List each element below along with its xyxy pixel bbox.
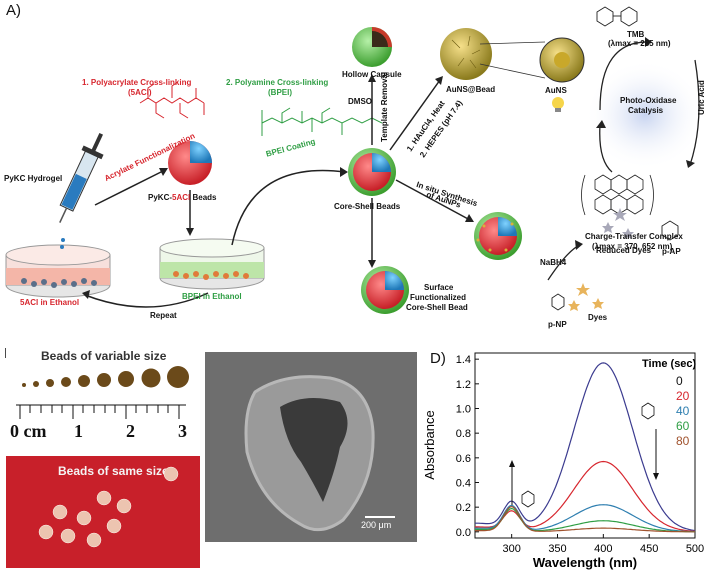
surface-label-2: Functionalized bbox=[410, 293, 466, 302]
auns-bead bbox=[440, 28, 492, 80]
reduced-dyes-stars bbox=[602, 208, 634, 239]
x-tick-label: 450 bbox=[640, 543, 658, 555]
scale-bar bbox=[365, 516, 395, 518]
ruler-3: 3 bbox=[178, 421, 187, 441]
core-shell-label: Core-Shell Beads bbox=[334, 202, 401, 211]
ruler-1: 1 bbox=[74, 421, 83, 441]
x-tick-label: 300 bbox=[502, 543, 520, 555]
pap-inset-structure bbox=[521, 490, 535, 508]
series-line-80 bbox=[475, 505, 695, 533]
panel-d-label: D) bbox=[430, 350, 446, 367]
legend-entry-40: 40 bbox=[676, 404, 690, 418]
photo-same-size: Beads of same size bbox=[6, 456, 200, 568]
pap-structure bbox=[661, 220, 679, 241]
hydrogel-label: PyKC Hydrogel bbox=[4, 174, 63, 183]
pykc-beads-label: PyKC-5ACl Beads bbox=[148, 193, 217, 202]
tmb-label: TMB bbox=[627, 30, 645, 39]
series-line-60 bbox=[475, 507, 695, 533]
dmso-label: DMSO bbox=[348, 97, 372, 106]
crosslink2-abbr: (BPEI) bbox=[268, 88, 292, 97]
catalysis-label: Catalysis bbox=[628, 106, 664, 115]
ctc-lambda: (λmax = 370, 652 nm) bbox=[592, 242, 673, 251]
ctc-structure bbox=[581, 174, 654, 216]
bulb-icon bbox=[552, 97, 564, 109]
petri-dish-bpei bbox=[159, 238, 265, 290]
series-line-0 bbox=[475, 362, 696, 532]
series-line-20 bbox=[475, 460, 696, 532]
x-axis-label: Wavelength (nm) bbox=[533, 555, 637, 570]
ethanol-bpei-label: BPEI in Ethanol bbox=[182, 292, 242, 301]
same-size-title: Beads of same size bbox=[58, 464, 169, 478]
legend-entry-80: 80 bbox=[676, 434, 690, 448]
crosslink1-abbr: (5ACl) bbox=[128, 88, 152, 97]
legend-entry-20: 20 bbox=[676, 389, 690, 403]
y-tick-label: 0.0 bbox=[456, 527, 471, 539]
photo-oxidase-label: Photo-Oxidase bbox=[620, 96, 677, 105]
uric-acid-label: Uric Acid bbox=[697, 80, 706, 115]
variable-size-title: Beads of variable size bbox=[41, 349, 167, 363]
tmb-structure bbox=[596, 6, 638, 27]
repeat-label: Repeat bbox=[150, 311, 177, 320]
hollow-capsule-label: Hollow Capsule bbox=[342, 70, 402, 79]
surface-label-3: Core-Shell Bead bbox=[406, 303, 468, 312]
x-tick-label: 350 bbox=[548, 543, 566, 555]
ctc-label: Charge-Transfer Complex bbox=[585, 232, 683, 241]
series-line-40 bbox=[475, 504, 695, 533]
pnp-inset-structure bbox=[641, 402, 655, 420]
legend-title: Time (sec) bbox=[642, 358, 697, 370]
y-tick-label: 0.8 bbox=[456, 428, 471, 440]
surface-label-1: Surface bbox=[424, 283, 454, 292]
dyes-stars bbox=[568, 283, 604, 311]
y-tick-label: 0.6 bbox=[456, 453, 471, 465]
template-removal-label: Template Removal bbox=[380, 71, 389, 142]
ruler-2: 2 bbox=[126, 421, 135, 441]
bpei-structure bbox=[261, 107, 383, 136]
5acl-structure bbox=[139, 81, 205, 119]
pnp-label: p-NP bbox=[548, 320, 567, 329]
y-axis-label: Absorbance bbox=[422, 410, 437, 479]
ruler-0: 0 cm bbox=[10, 421, 47, 441]
y-tick-label: 1.0 bbox=[456, 404, 471, 416]
legend-entry-0: 0 bbox=[676, 374, 683, 388]
crosslink2-title: 2. Polyamine Cross-linking bbox=[226, 78, 329, 87]
syringe bbox=[59, 132, 104, 223]
crosslink1-title: 1. Polyacrylate Cross-linking bbox=[82, 78, 192, 87]
auns-label: AuNS bbox=[545, 86, 567, 95]
photo-variable-size: Beads of variable size 0 cm 1 2 3 bbox=[6, 345, 200, 455]
tmb-lambda: (λmax = 285 nm) bbox=[608, 39, 671, 48]
pap-label: p-AP bbox=[662, 247, 681, 256]
x-tick-label: 400 bbox=[594, 543, 612, 555]
y-tick-label: 0.4 bbox=[456, 478, 471, 490]
reduced-dyes-label: Reduced Dyes bbox=[596, 246, 652, 255]
pnp-structure bbox=[551, 293, 565, 311]
sem-image: 200 μm bbox=[205, 352, 417, 542]
scheme-diagram bbox=[5, 6, 705, 314]
aunsbead-label: AuNS@Bead bbox=[446, 85, 496, 94]
nabh4-label: NaBH4 bbox=[540, 258, 567, 267]
y-tick-label: 0.2 bbox=[456, 502, 471, 514]
y-tick-label: 1.2 bbox=[456, 379, 471, 391]
dyes-label: Dyes bbox=[588, 313, 608, 322]
petri-dish-5acl bbox=[5, 244, 111, 298]
ethanol-5acl-label: 5ACl in Ethanol bbox=[20, 298, 80, 307]
x-tick-label: 500 bbox=[686, 543, 704, 555]
scale-bar-label: 200 μm bbox=[361, 520, 392, 530]
legend-entry-60: 60 bbox=[676, 419, 690, 433]
y-tick-label: 1.4 bbox=[456, 354, 471, 366]
panel-a-label: A) bbox=[6, 2, 21, 19]
